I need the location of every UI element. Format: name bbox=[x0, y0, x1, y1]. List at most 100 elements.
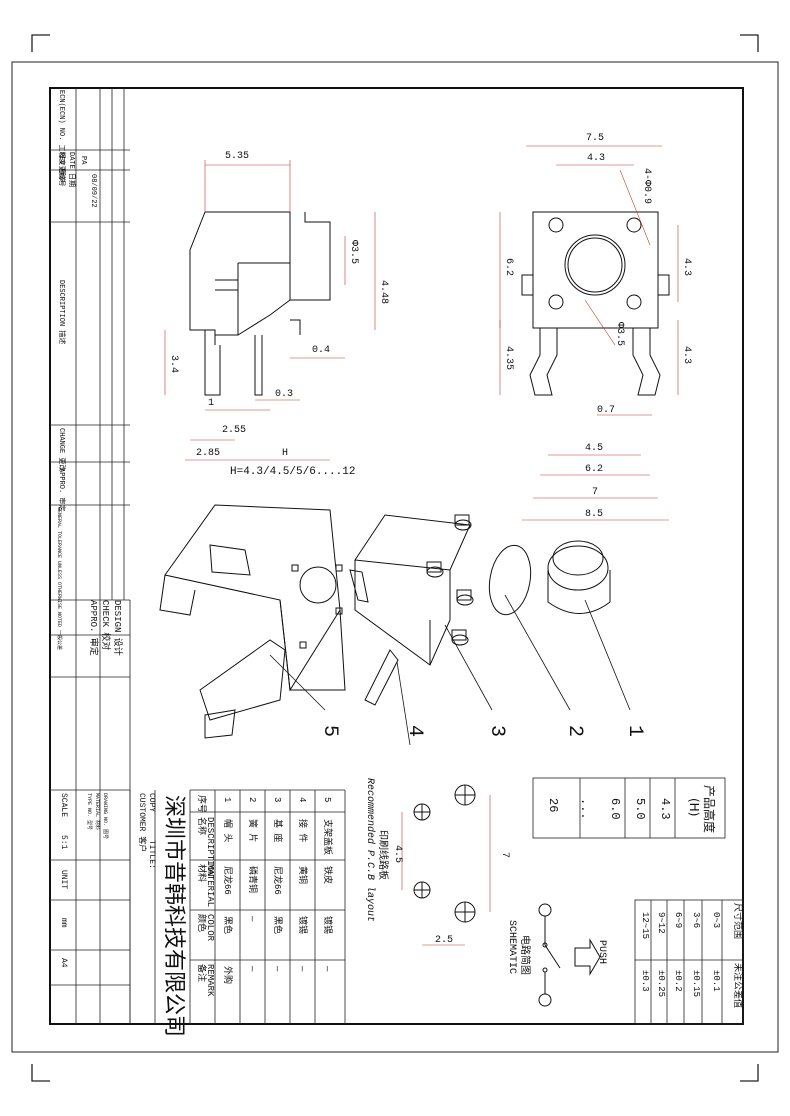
dim-lead-1: 1 bbox=[208, 398, 214, 409]
bom-cell: 黑色 bbox=[272, 916, 284, 934]
pcb-dim-7: 7 bbox=[499, 852, 510, 858]
bom-cell: 簧 片 bbox=[247, 819, 259, 842]
height-table-cell: 6.0 bbox=[608, 798, 622, 820]
tolerance-range: 9~12 bbox=[656, 912, 666, 934]
title-labels: CUSTOMER 客户 COPY TITLE: 深圳市昔韩科技有限公司 TYPE… bbox=[59, 793, 186, 1037]
type-no-label: TYPE NO. 型号 bbox=[86, 793, 93, 830]
unit-label: UNIT bbox=[59, 870, 68, 889]
dim-span-7: 7 bbox=[592, 487, 598, 498]
bom-header: MATERIAL bbox=[205, 864, 215, 907]
dim-top-height-43: 4.3 bbox=[681, 258, 692, 276]
drawing-no-label: DRAWING NO. 图号 bbox=[102, 793, 108, 839]
dim-button-dia: Φ3.5 bbox=[614, 322, 625, 346]
pcb-dim-45: 4.5 bbox=[392, 845, 403, 863]
customer-label: CUSTOMER 客户 bbox=[137, 793, 148, 852]
height-options: H=4.3/4.5/5/6....12 bbox=[230, 466, 355, 478]
tolerance-header: 未注公差值 bbox=[732, 963, 744, 1008]
tolerance-value: ±0.2 bbox=[673, 970, 683, 992]
bom-cell: 磷青铜 bbox=[247, 866, 259, 893]
ecn-label: ECN(ECN) NO. 工程变更编号 bbox=[57, 90, 67, 187]
check-label: CHECK 校对 bbox=[100, 600, 112, 650]
tolerance-table-text: 尺寸范围未注公差值0~3±0.13~6±0.156~9±0.29~12±0.25… bbox=[640, 903, 744, 1008]
height-table-cell: 5.0 bbox=[633, 798, 647, 820]
bom-cell: 支架盖板 bbox=[322, 819, 334, 855]
bom-cell: — bbox=[272, 965, 282, 972]
dim-lead-43: 4.3 bbox=[681, 346, 692, 364]
schematic-title-en: SCHEMATIC bbox=[506, 920, 517, 974]
bom-cell: 尼龙66 bbox=[222, 866, 234, 895]
dim-pitch-45: 4.5 bbox=[585, 443, 603, 454]
part-number: 1 bbox=[623, 725, 646, 737]
bom-header: 材料 bbox=[196, 864, 208, 882]
dim-lead-435: 4.35 bbox=[503, 346, 514, 370]
bom-cell: 铁皮 bbox=[322, 866, 334, 884]
schematic-title-cn: 电路简图 bbox=[519, 935, 532, 975]
rev-label: REV 版次 bbox=[57, 152, 67, 183]
desc-label: DESCRIPTION 描述 bbox=[57, 280, 67, 344]
bom-cell: 镀锡 bbox=[297, 916, 309, 934]
height-table-header: 产品高度 bbox=[702, 785, 717, 833]
design-label: DESIGN 设计 bbox=[112, 600, 124, 656]
bom-cell: 4 bbox=[297, 797, 307, 802]
bom-cell: 尼龙66 bbox=[272, 866, 284, 895]
tolerance-range: 3~6 bbox=[691, 912, 701, 928]
bom-cell: — bbox=[247, 915, 257, 922]
pcb-title-cn: 印刷线路板 bbox=[377, 830, 390, 880]
dim-stem-dia: Φ3.5 bbox=[348, 240, 359, 264]
part-number: 3 bbox=[485, 725, 508, 737]
tolerance-table bbox=[634, 899, 744, 1025]
pcb-dim-25: 2.5 bbox=[435, 935, 453, 946]
bom-cell: 5 bbox=[322, 797, 332, 802]
bom-cell: 外购 bbox=[222, 966, 234, 984]
pcb-layout bbox=[413, 784, 476, 923]
revision-block bbox=[50, 88, 131, 1024]
pcb-dims bbox=[401, 795, 491, 946]
dim-lead-height: 3.4 bbox=[168, 355, 179, 373]
dim-height-label: H bbox=[282, 448, 288, 459]
bom-cell: 接 件 bbox=[297, 819, 309, 842]
tolerance-value: ±0.25 bbox=[656, 970, 666, 997]
tolerance-range: 12~15 bbox=[640, 912, 650, 939]
bom-header: 名称 bbox=[196, 817, 208, 835]
part-number: 5 bbox=[318, 725, 341, 737]
bom-cell: 基 座 bbox=[272, 819, 284, 842]
material-label: MATERIAL 材料 bbox=[94, 793, 101, 830]
outer-border bbox=[11, 61, 779, 1053]
unit-value: mm bbox=[59, 918, 68, 928]
tolerance-note: GENERAL TOLERANCE UNLESS OTHERWISE NOTED… bbox=[56, 507, 63, 650]
bom-header: REMARK bbox=[205, 964, 215, 997]
dim-pitch: 2.55 bbox=[222, 425, 246, 436]
side-view-labels: 5.35 Φ3.5 4.48 0.4 3.4 1 0.3 2.55 2.85 H… bbox=[168, 151, 389, 478]
date-label: DATE 日期 bbox=[67, 152, 76, 187]
dim-span-85: 8.5 bbox=[585, 509, 603, 520]
height-table bbox=[532, 777, 726, 839]
height-table-cell: 4.3 bbox=[658, 798, 672, 820]
bom-cell: 镀锡 bbox=[322, 916, 334, 934]
title-block bbox=[129, 789, 346, 1024]
dim-top-height-62: 6.2 bbox=[503, 258, 514, 276]
front-view-labels: 7.5 4.3 4-Φ0.9 6.2 4.3 Φ3.5 4.35 4.3 0.7… bbox=[503, 133, 692, 520]
bom-cell: 黑色 bbox=[222, 916, 234, 934]
tolerance-value: ±0.1 bbox=[711, 970, 721, 992]
bom-cell: 2 bbox=[247, 797, 257, 802]
tolerance-range: 0~3 bbox=[711, 912, 721, 928]
height-table-cell: 26 bbox=[546, 798, 560, 812]
bom-cell: 3 bbox=[272, 797, 282, 802]
side-view bbox=[189, 211, 331, 396]
dim-top-width: 7.5 bbox=[586, 133, 604, 144]
leader-lines bbox=[269, 594, 631, 746]
side-view-dims bbox=[164, 160, 376, 461]
change-label: CHANGE 更改 bbox=[57, 428, 67, 471]
rev-value: PA bbox=[79, 156, 87, 165]
dim-offset: 0.4 bbox=[312, 345, 330, 356]
schematic-labels: 电路简图 SCHEMATIC PUSH bbox=[506, 920, 607, 975]
bom-header: DESCRIPTION bbox=[205, 817, 215, 876]
pcb-title-en: Recommended P.C.B layout bbox=[364, 778, 376, 922]
company-name: 深圳市昔韩科技有限公司 bbox=[161, 795, 186, 1037]
bom-cell: — bbox=[297, 965, 307, 972]
bom-cell: 1 bbox=[222, 797, 232, 802]
tolerance-value: ±0.15 bbox=[691, 970, 701, 997]
height-table-text: 产品高度(H)4.35.06.0...26 bbox=[546, 785, 717, 833]
